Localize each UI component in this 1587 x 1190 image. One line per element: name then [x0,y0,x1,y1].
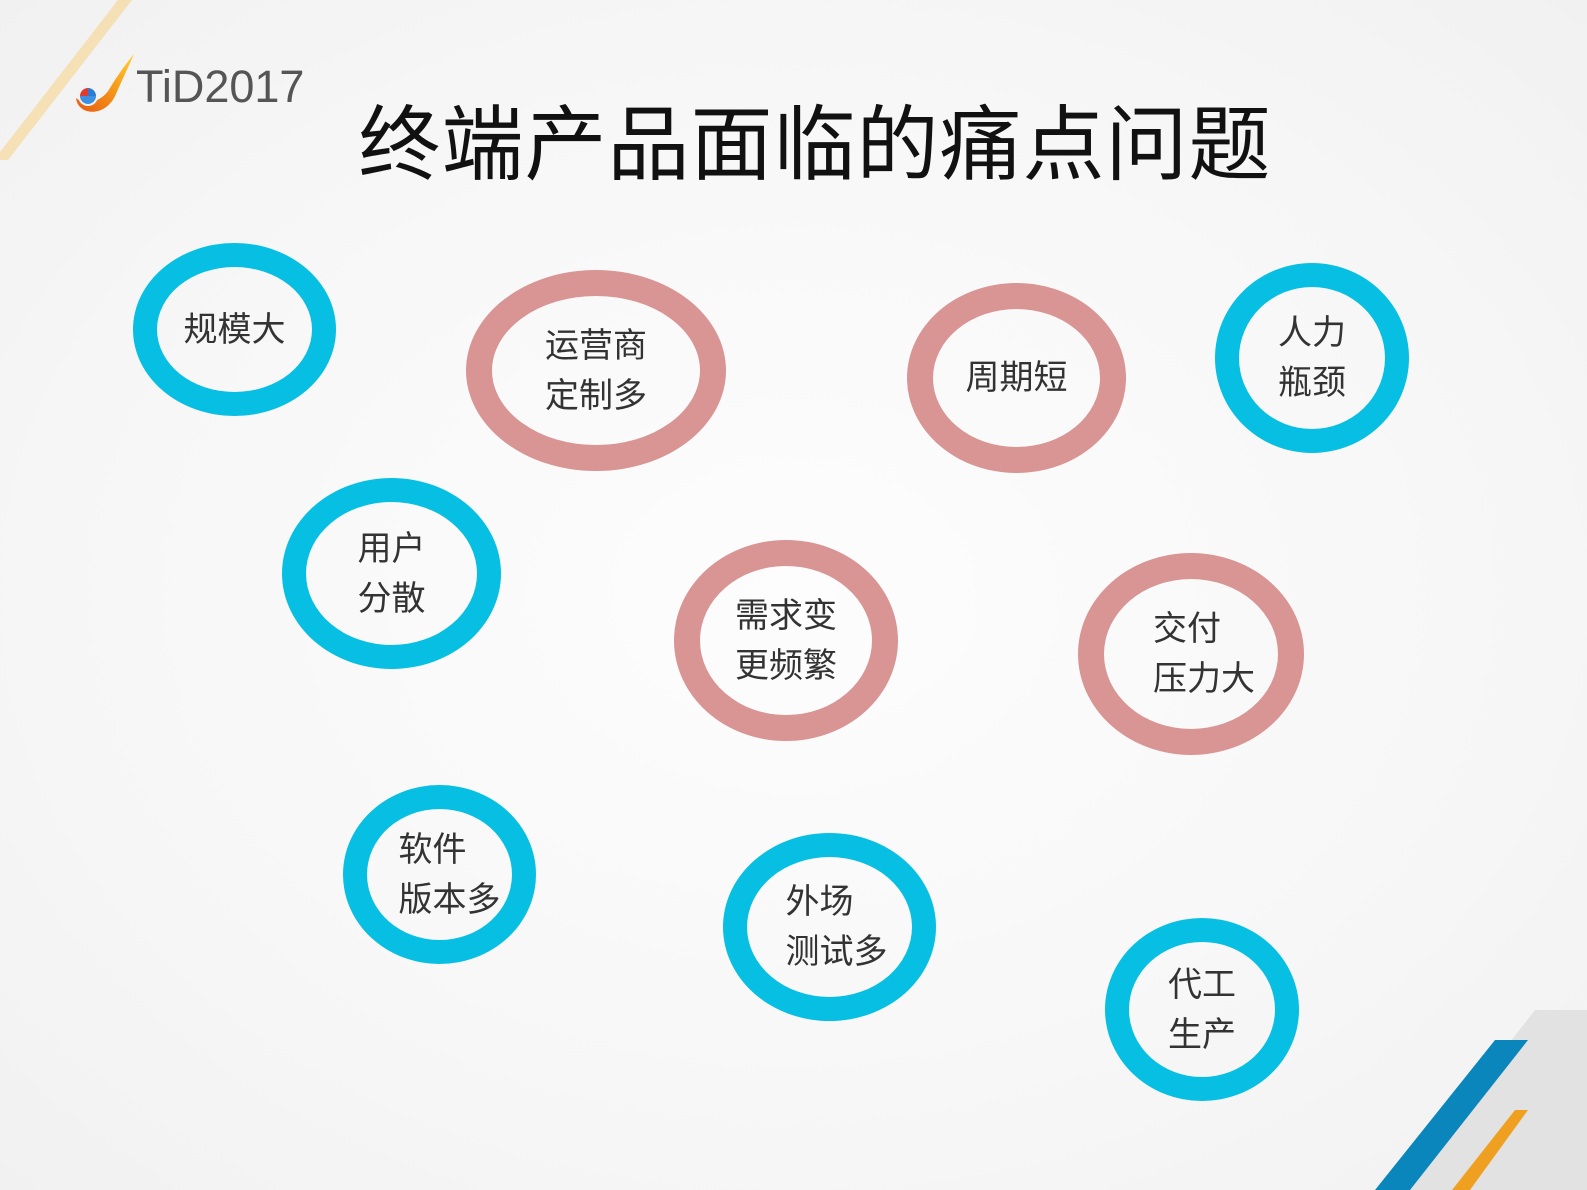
pain-point-label: 需求变 更频繁 [735,595,837,686]
pain-point-ring: 周期短 [907,283,1126,473]
tid-logo-icon [76,54,134,112]
pain-point-ring: 代工 生产 [1105,918,1299,1101]
pain-point-ring: 规模大 [133,243,336,416]
pain-point-label: 用户 分散 [357,528,426,619]
page-title: 终端产品面临的痛点问题 [358,98,1272,193]
pain-point-label: 规模大 [183,309,286,350]
logo-text: TiD2017 [136,61,305,112]
pain-point-label: 代工 生产 [1168,964,1236,1055]
pain-point-ring: 外场 测试多 [723,833,936,1021]
tid-logo: TiD2017 [72,52,304,122]
pain-point-ring: 软件 版本多 [343,785,536,964]
pain-point-ring: 运营商 定制多 [466,270,726,471]
pain-point-ring: 交付 压力大 [1078,553,1304,755]
pain-point-ring: 人力 瓶颈 [1215,263,1409,453]
pain-point-ring: 用户 分散 [282,478,501,669]
pain-point-label: 人力 瓶颈 [1278,313,1346,403]
pain-point-label: 交付 压力大 [1153,609,1255,699]
pain-point-label: 周期短 [965,358,1068,398]
pain-point-label: 外场 测试多 [785,882,888,972]
pain-point-label: 软件 版本多 [398,829,501,920]
pain-point-label: 运营商 定制多 [545,325,647,416]
pain-point-ring: 需求变 更频繁 [674,540,898,741]
